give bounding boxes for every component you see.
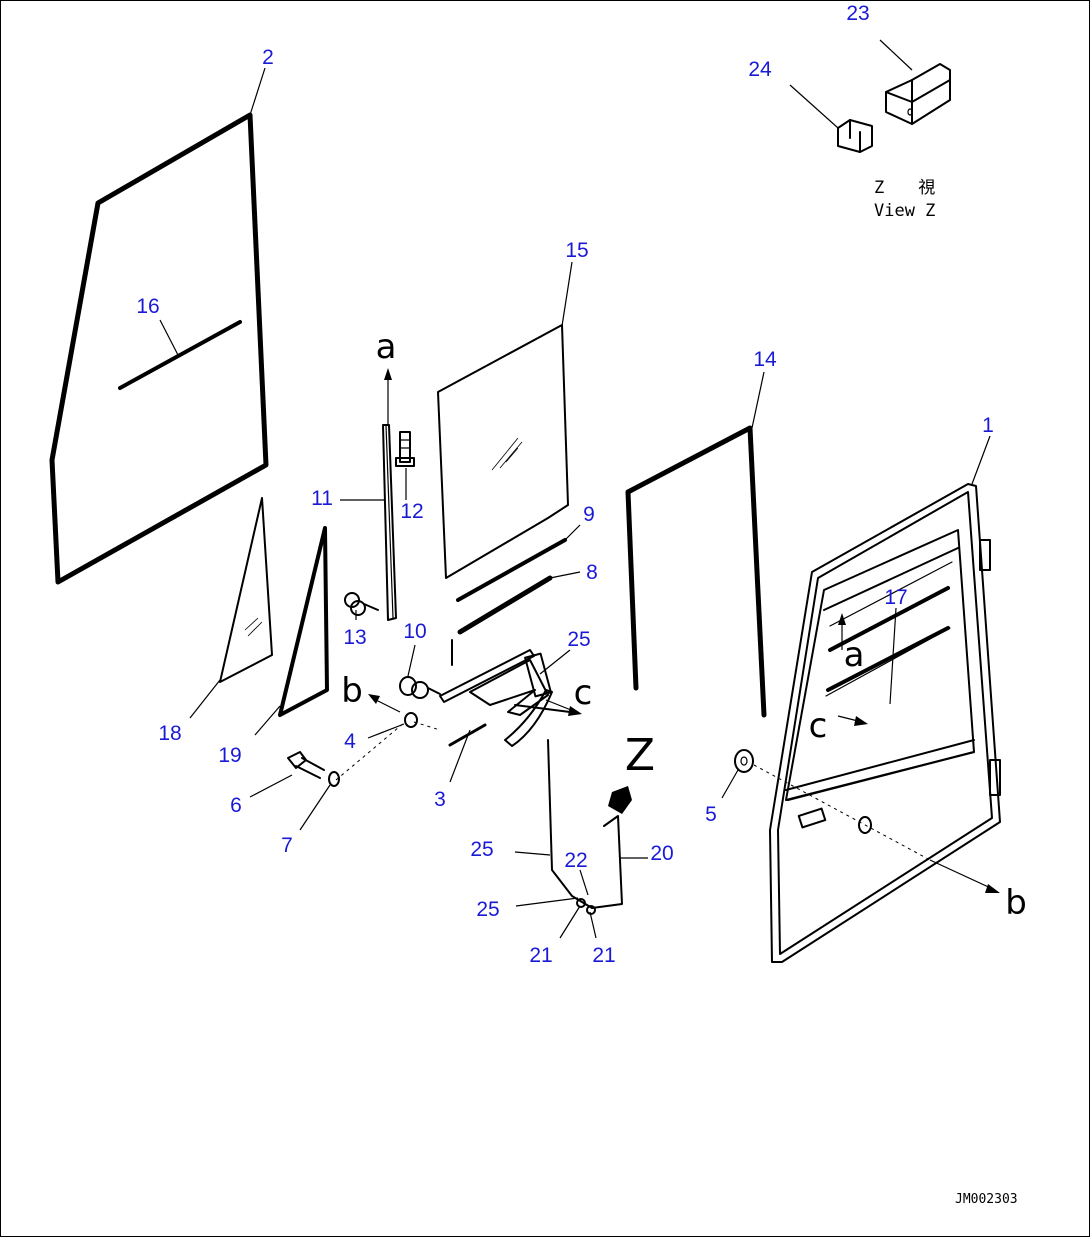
ref-letter-a-door: a	[844, 635, 865, 675]
part-20-lever	[591, 815, 623, 909]
ref-letter-z: Z	[625, 730, 655, 781]
callout-24: 24	[748, 58, 772, 81]
reference-letters: a a b b c c Z	[341, 327, 1027, 923]
callout-18: 18	[158, 722, 181, 745]
callout-17: 17	[884, 586, 907, 609]
callout-19: 19	[218, 744, 241, 767]
ref-arrow-a-door	[838, 613, 846, 650]
part-16-seal-strip	[118, 320, 242, 390]
part-19-triangle-seal	[278, 526, 329, 717]
callout-21-right: 21	[592, 944, 615, 967]
callout-25-top: 25	[567, 628, 590, 651]
callout-14: 14	[753, 348, 777, 371]
view-z-arrow	[608, 786, 632, 814]
callout-6: 6	[230, 794, 242, 817]
callout-7: 7	[281, 834, 293, 857]
ref-arrow-c-door	[837, 715, 868, 726]
view-z-caption-en: View Z	[874, 201, 935, 221]
callout-23: 23	[846, 2, 869, 25]
part-9-strip	[456, 538, 567, 602]
leader-lines	[159, 39, 991, 939]
callout-13: 13	[343, 626, 366, 649]
callout-9: 9	[583, 503, 595, 526]
ref-arrow-c-left	[545, 699, 582, 716]
ref-letter-b-left: b	[341, 671, 363, 711]
ref-letter-a-top: a	[376, 327, 397, 367]
alignment-line-washer	[753, 764, 931, 861]
part-24-clip	[837, 119, 873, 153]
callout-5: 5	[705, 803, 717, 826]
part-8-strip	[457, 575, 553, 635]
part-5-washer	[734, 749, 754, 773]
latch-mechanism	[439, 639, 571, 747]
callout-1: 1	[982, 414, 994, 437]
part-13-bolt	[344, 592, 379, 616]
ref-arrow-a-top	[384, 368, 392, 424]
part-23-block	[885, 63, 951, 125]
part-14-door-seal	[625, 425, 767, 718]
part-2-glass-seal-frame	[49, 112, 269, 585]
part-1-door	[769, 483, 1001, 963]
callout-25-bottom: 25	[476, 898, 499, 921]
part-22-link	[547, 739, 596, 915]
view-z-caption-jp: Z 視	[874, 178, 935, 198]
alignment-line-rail	[413, 721, 441, 731]
part-4-washer	[404, 712, 418, 728]
callout-22: 22	[564, 849, 587, 872]
drawing-code: JM002303	[955, 1192, 1018, 1207]
ref-letter-c-door: c	[809, 706, 828, 746]
part-12-bolt	[395, 431, 415, 467]
ref-letter-b-right: b	[1005, 883, 1027, 923]
callout-labels: 2 16 15 14 1 17 11 12 13 10 9 8 25 18 19…	[136, 2, 994, 967]
callout-3: 3	[434, 788, 446, 811]
ref-letter-c-left: c	[574, 673, 593, 713]
part-18-triangle-glass	[219, 497, 273, 683]
part-10-bolt	[399, 676, 441, 699]
callout-10: 10	[403, 620, 426, 643]
alignment-line-bolt	[335, 721, 406, 781]
callout-15: 15	[565, 239, 588, 262]
callout-12: 12	[400, 500, 423, 523]
callout-2: 2	[262, 46, 274, 69]
ref-arrow-b-right	[929, 859, 1000, 893]
ref-arrow-b-left	[368, 694, 401, 713]
callout-21-left: 21	[529, 944, 552, 967]
callout-16: 16	[136, 295, 159, 318]
callout-20: 20	[650, 842, 673, 865]
part-7-nut	[328, 771, 340, 787]
callout-8: 8	[586, 561, 598, 584]
part-11-vertical-rail	[382, 424, 397, 621]
part-6-bolt	[287, 751, 325, 779]
callout-4: 4	[344, 730, 356, 753]
callout-25-mid: 25	[470, 838, 493, 861]
callout-11: 11	[311, 487, 333, 510]
part-15-sliding-glass	[437, 324, 569, 579]
